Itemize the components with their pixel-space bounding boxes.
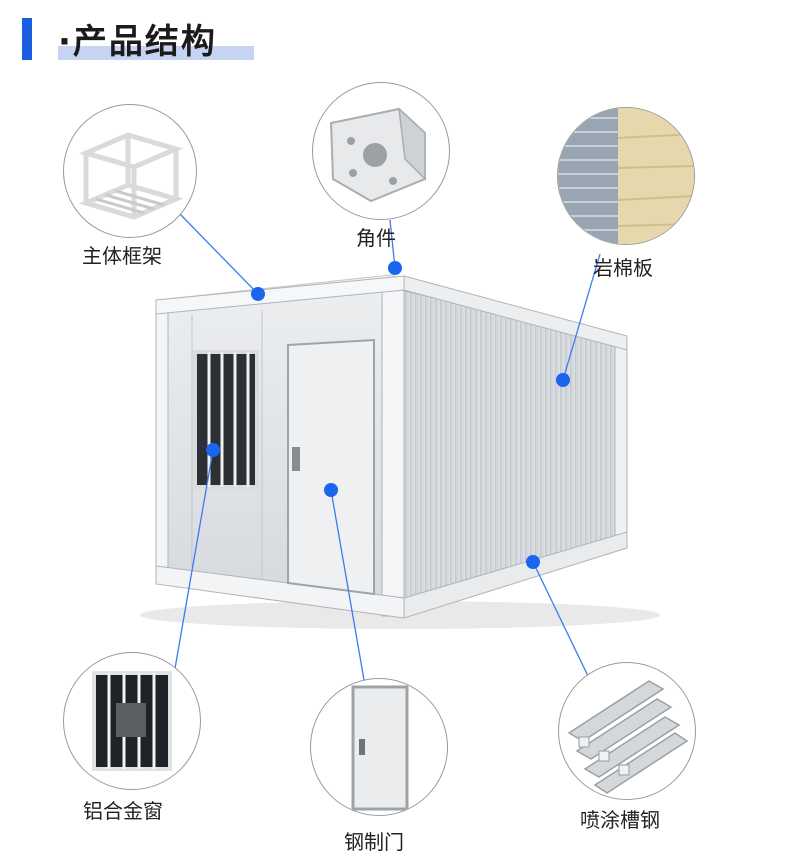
leader-window bbox=[172, 449, 214, 681]
leader-door bbox=[330, 489, 365, 681]
detail-circle-door bbox=[310, 678, 448, 816]
label-rockwool: 岩棉板 bbox=[593, 256, 653, 280]
window-illustration bbox=[193, 350, 259, 489]
detail-circle-corner bbox=[312, 82, 450, 220]
detail-circle-channel bbox=[558, 662, 696, 800]
detail-circle-rockwool bbox=[557, 107, 695, 245]
marker-rockwool bbox=[556, 373, 570, 387]
label-corner: 角件 bbox=[356, 226, 396, 250]
frame-post-corner bbox=[381, 279, 405, 617]
label-window: 铝合金窗 bbox=[83, 799, 163, 823]
marker-door bbox=[324, 483, 338, 497]
marker-channel bbox=[526, 555, 540, 569]
door-illustration bbox=[287, 338, 375, 596]
page-title: ·产品结构 bbox=[58, 22, 217, 62]
marker-frame bbox=[251, 287, 265, 301]
frame-bottom-beam-side bbox=[403, 531, 628, 619]
title-accent-bar bbox=[22, 18, 32, 60]
marker-window bbox=[206, 443, 220, 457]
frame-top-beam-side bbox=[403, 275, 628, 351]
leader-channel bbox=[532, 561, 589, 677]
leader-frame bbox=[178, 212, 259, 295]
leader-rockwool bbox=[562, 253, 601, 381]
channel-thumbnail bbox=[567, 680, 689, 794]
label-channel: 喷涂槽钢 bbox=[580, 808, 660, 832]
marker-corner bbox=[388, 261, 402, 275]
label-door: 钢制门 bbox=[344, 830, 404, 854]
corner-thumbnail bbox=[329, 107, 426, 203]
leader-corner bbox=[389, 219, 396, 269]
detail-circle-window bbox=[63, 652, 201, 790]
title-highlight bbox=[58, 46, 254, 60]
door-thumbnail bbox=[351, 685, 409, 811]
frame-thumbnail bbox=[78, 132, 184, 220]
label-frame: 主体框架 bbox=[82, 244, 162, 268]
detail-circle-frame bbox=[63, 104, 197, 238]
frame-post-left bbox=[155, 301, 169, 581]
frame-post-right bbox=[614, 335, 628, 543]
rockwool-thumbnail bbox=[558, 108, 694, 244]
window-thumbnail bbox=[92, 671, 172, 771]
